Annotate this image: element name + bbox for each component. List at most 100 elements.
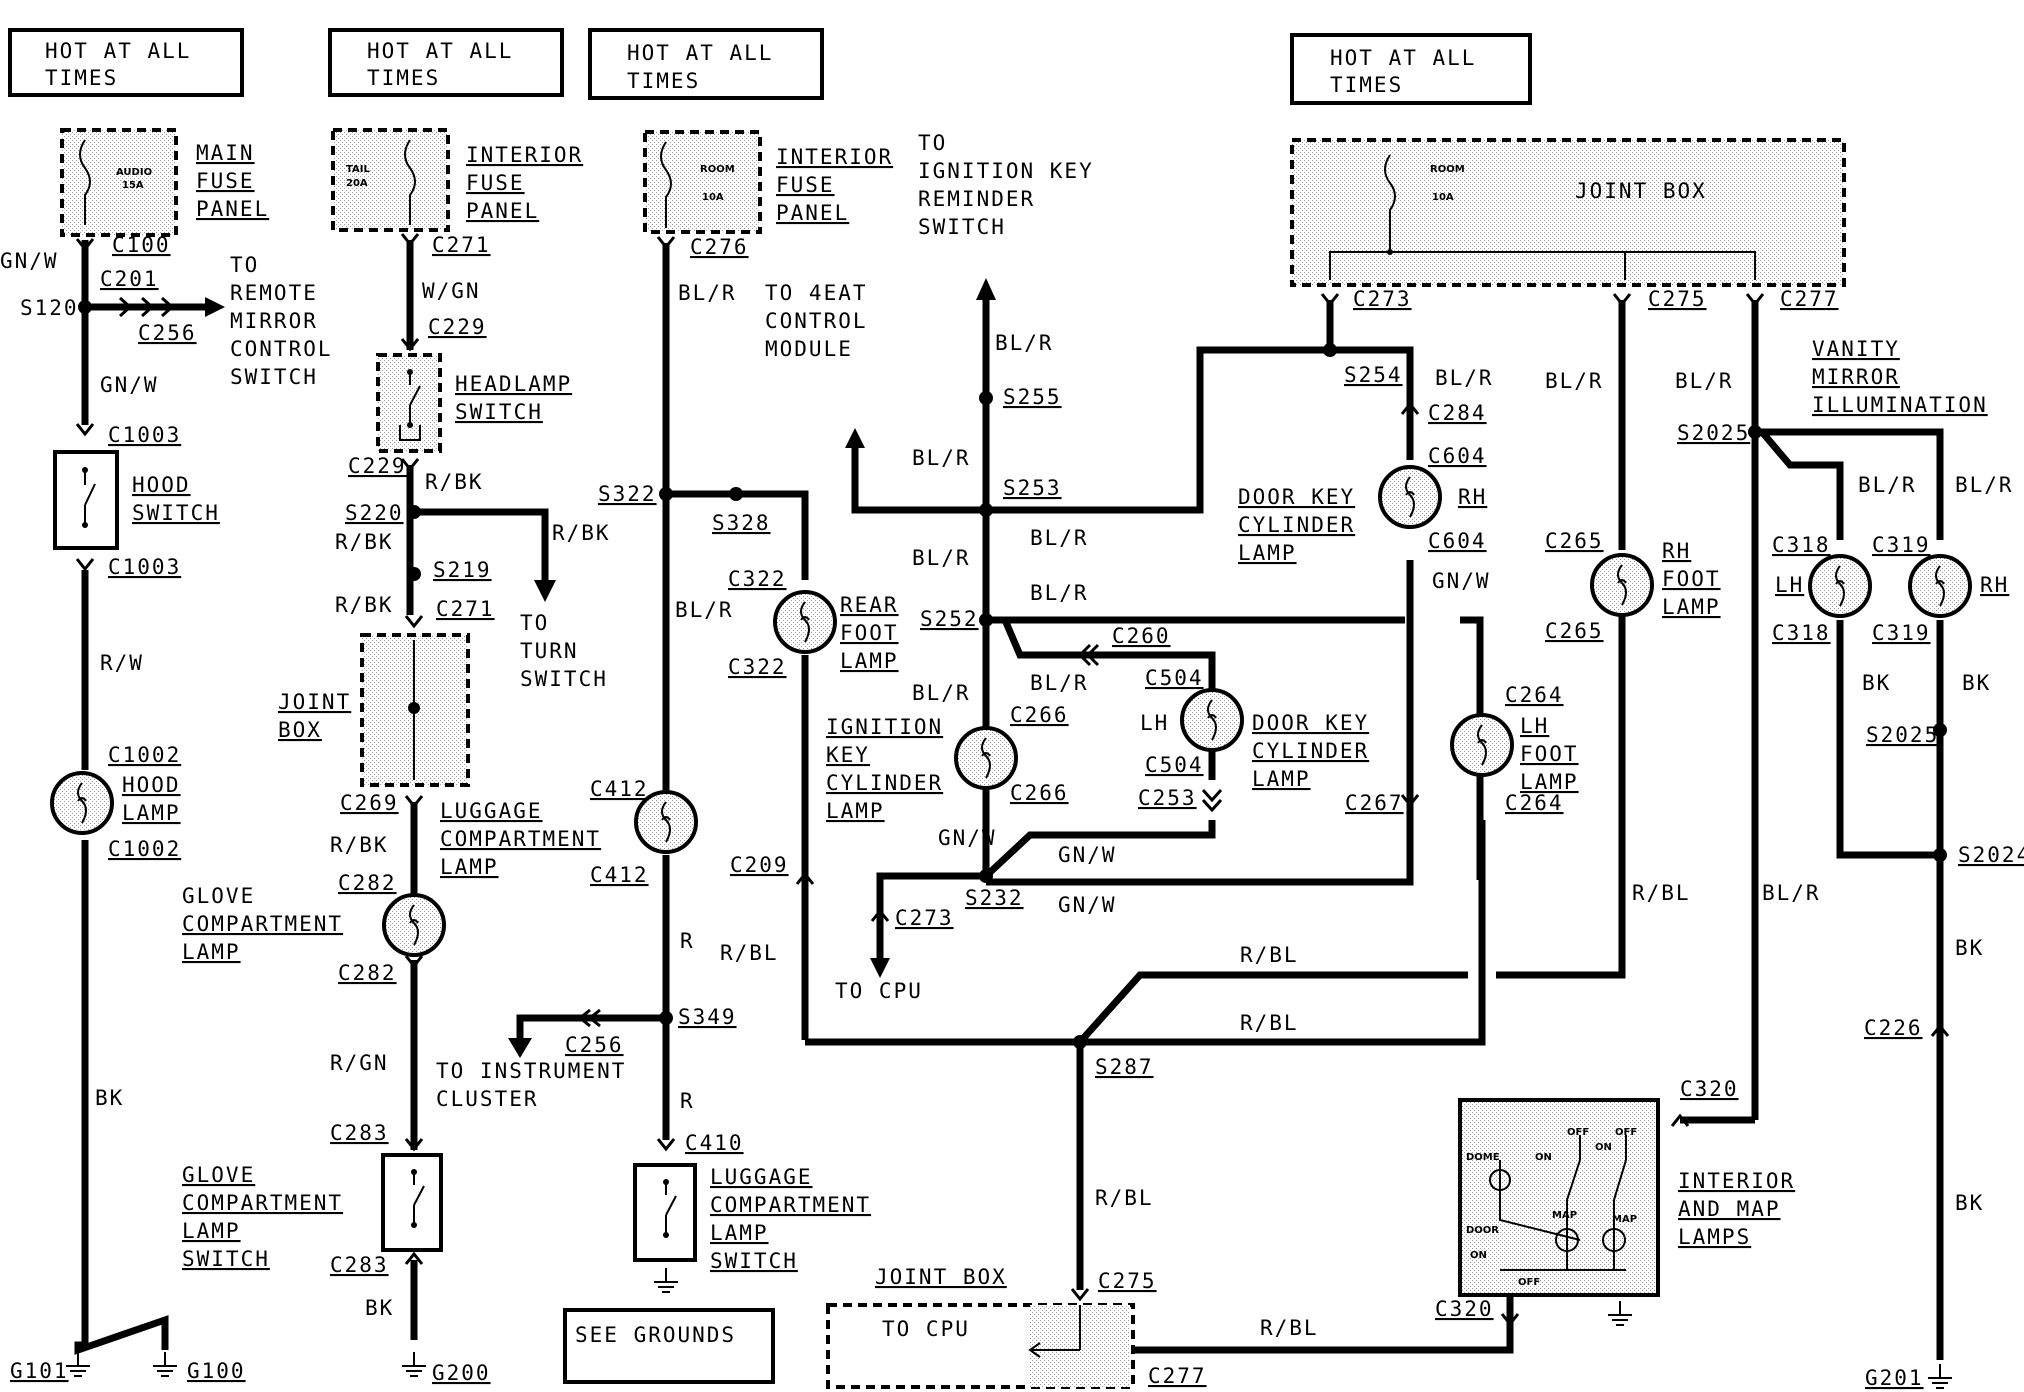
diagram-label: TAIL (346, 164, 371, 175)
joint-box-cpu: TO CPU (826, 1303, 1135, 1389)
diagram-label: CYLINDER (826, 771, 943, 795)
diagram-label: SWITCH (520, 667, 608, 691)
diagram-label: S253 (1003, 476, 1062, 500)
diagram-label: R/BK (425, 470, 484, 494)
diagram-label: GN/W (938, 826, 997, 850)
diagram-label: C253 (1138, 786, 1197, 810)
luggage-compartment-switch (633, 1163, 697, 1262)
diagram-label: C283 (330, 1121, 389, 1145)
audio-fuse: AUDIO 15A (60, 128, 178, 237)
diagram-label: BK (1955, 1191, 1984, 1215)
diagram-label: LH (1140, 711, 1169, 735)
glove-compartment-switch (381, 1153, 443, 1252)
diagram-label: FUSE (466, 171, 525, 195)
diagram-label: DOME (1466, 1152, 1500, 1163)
diagram-label: C319 (1872, 533, 1931, 557)
diagram-label: C1002 (108, 743, 181, 767)
diagram-label: R/BK (552, 521, 611, 545)
diagram-label: C412 (590, 863, 649, 887)
diagram-label: BL/R (1762, 881, 1821, 905)
diagram-label: SWITCH (132, 501, 220, 525)
diagram-label: ON (1470, 1250, 1487, 1261)
diagram-label: AUDIO (116, 167, 152, 178)
rh-foot-lamp (1590, 553, 1654, 617)
diagram-label: C273 (895, 906, 954, 930)
diagram-label: R/BL (720, 941, 779, 965)
diagram-label: C318 (1772, 621, 1831, 645)
rear-foot-lamp (773, 590, 837, 654)
diagram-label: R/BL (1632, 881, 1691, 905)
diagram-label: LAMP (826, 799, 885, 823)
diagram-label: GN/W (0, 249, 59, 273)
diagram-label: R (680, 929, 695, 953)
diagram-label: FUSE (776, 173, 835, 197)
diagram-label: S328 (712, 511, 771, 535)
diagram-label: G200 (432, 1361, 491, 1385)
diagram-label: LAMP (1252, 767, 1311, 791)
diagram-label: TIMES (1330, 73, 1403, 97)
diagram-label: CYLINDER (1252, 739, 1369, 763)
diagram-label: MAP (1612, 1214, 1637, 1225)
diagram-label: RH (1980, 573, 2009, 597)
diagram-label: LAMP (182, 940, 241, 964)
diagram-label: C277 (1780, 287, 1839, 311)
diagram-label: TO CPU (835, 979, 923, 1003)
diagram-label: R/GN (330, 1051, 389, 1075)
diagram-label: LAMP (710, 1221, 769, 1245)
diagram-label: LAMP (1520, 770, 1579, 794)
diagram-label: MIRROR (1812, 365, 1900, 389)
diagram-label: C504 (1145, 666, 1204, 690)
diagram-label: VANITY (1812, 337, 1900, 361)
diagram-label: C275 (1098, 1269, 1157, 1293)
lh-foot-lamp (1450, 713, 1514, 777)
diagram-label: OFF (1567, 1127, 1589, 1138)
diagram-label: C276 (690, 235, 749, 259)
diagram-label: FOOT (1520, 742, 1579, 766)
vanity-lamp-lh (1808, 554, 1872, 618)
diagram-label: DOOR (1466, 1225, 1499, 1236)
interior-map-lamp-switch: DOME DOOR ON ON ON OFF OFF OFF MAP MAP (1458, 1098, 1660, 1297)
diagram-label: R/BL (1240, 943, 1299, 967)
diagram-label: BL/R (1030, 526, 1089, 550)
diagram-label: HOOD (122, 773, 181, 797)
diagram-label: JOINT BOX (875, 1265, 1007, 1289)
diagram-label: S219 (433, 558, 492, 582)
hot-box-3: HOT AT ALL TIMES (588, 28, 824, 100)
diagram-label: C265 (1545, 619, 1604, 643)
diagram-label: COMPARTMENT (710, 1193, 871, 1217)
diagram-label: TO INSTRUMENT (436, 1059, 626, 1083)
diagram-label: BK (1862, 671, 1891, 695)
diagram-label: BOX (278, 718, 322, 742)
diagram-label: C504 (1145, 753, 1204, 777)
diagram-label: RH (1458, 485, 1487, 509)
diagram-label: 20A (346, 178, 368, 189)
diagram-label: LUGGAGE (440, 799, 543, 823)
diagram-label: GLOVE (182, 884, 255, 908)
diagram-label: BL/R (1858, 473, 1917, 497)
diagram-label: HOT AT ALL (1330, 46, 1476, 70)
diagram-label: LAMP (440, 855, 499, 879)
hot-line2: TIMES (45, 66, 118, 90)
diagram-label: PANEL (776, 201, 849, 225)
diagram-label: BK (1955, 936, 1984, 960)
diagram-label: REAR (840, 593, 899, 617)
diagram-label: TIMES (367, 66, 440, 90)
diagram-label: REMOTE (230, 281, 318, 305)
diagram-label: BL/R (995, 331, 1054, 355)
diagram-label: MODULE (765, 337, 853, 361)
diagram-label: C226 (1864, 1016, 1923, 1040)
diagram-label: COMPARTMENT (440, 827, 601, 851)
hot-line1: HOT AT ALL (45, 39, 191, 63)
diagram-label: ON (1535, 1152, 1552, 1163)
diagram-label: TO 4EAT (765, 281, 868, 305)
diagram-label: CYLINDER (1238, 513, 1355, 537)
diagram-label: C269 (340, 791, 399, 815)
diagram-label: BL/R (1955, 473, 2014, 497)
diagram-label: LAMPS (1678, 1225, 1751, 1249)
diagram-label: 15A (122, 180, 144, 191)
hot-box-4: HOT AT ALL TIMES (1290, 33, 1532, 105)
diagram-label: BL/R (1675, 369, 1734, 393)
diagram-label: C100 (112, 233, 171, 257)
diagram-label: BL/R (912, 546, 971, 570)
